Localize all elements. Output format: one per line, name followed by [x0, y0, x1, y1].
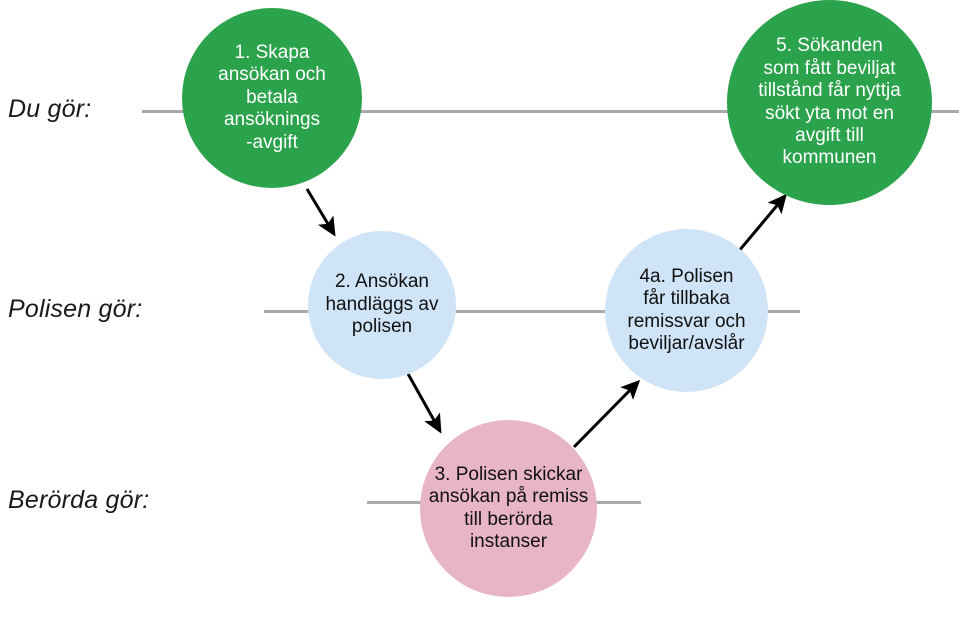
lane-line-middle-right — [766, 310, 800, 313]
lane-line-top-middle — [360, 110, 732, 113]
node-5-label: 5. Sökanden som fått beviljat tillstånd … — [758, 35, 901, 169]
lane-line-top-left — [142, 110, 186, 113]
lane-line-middle-left — [264, 310, 312, 313]
node-2-label: 2. Ansökan handläggs av polisen — [325, 271, 439, 338]
node-4a-polisen-remissvar[interactable]: 4a. Polisen får tillbaka remissvar och b… — [605, 229, 768, 392]
node-5-sokanden-tillstand[interactable]: 5. Sökanden som fått beviljat tillstånd … — [727, 0, 932, 205]
lane-label-berorda-gor: Berörda gör: — [8, 486, 150, 514]
node-2-ansokan-handlaggs[interactable]: 2. Ansökan handläggs av polisen — [308, 231, 456, 379]
lane-line-bottom-right — [595, 501, 641, 504]
node-3-label: 3. Polisen skickar ansökan på remiss til… — [428, 463, 589, 552]
connector-2-to-3 — [405, 371, 442, 434]
connector-1-to-2 — [305, 188, 336, 237]
node-1-label: 1. Skapa ansökan och betala ansöknings -… — [218, 41, 326, 153]
lane-label-polisen-gor: Polisen gör: — [8, 295, 143, 323]
lane-line-bottom-left — [367, 501, 423, 504]
node-3-remiss-berorda[interactable]: 3. Polisen skickar ansökan på remiss til… — [420, 420, 597, 597]
node-4a-label: 4a. Polisen får tillbaka remissvar och b… — [627, 265, 746, 354]
lane-line-top-right — [928, 110, 959, 113]
connector-3-to-4a — [572, 379, 641, 449]
node-1-skapa-ansokan[interactable]: 1. Skapa ansökan och betala ansöknings -… — [182, 8, 362, 188]
lane-line-middle-center — [453, 310, 608, 313]
lane-label-du-gor: Du gör: — [8, 95, 92, 123]
